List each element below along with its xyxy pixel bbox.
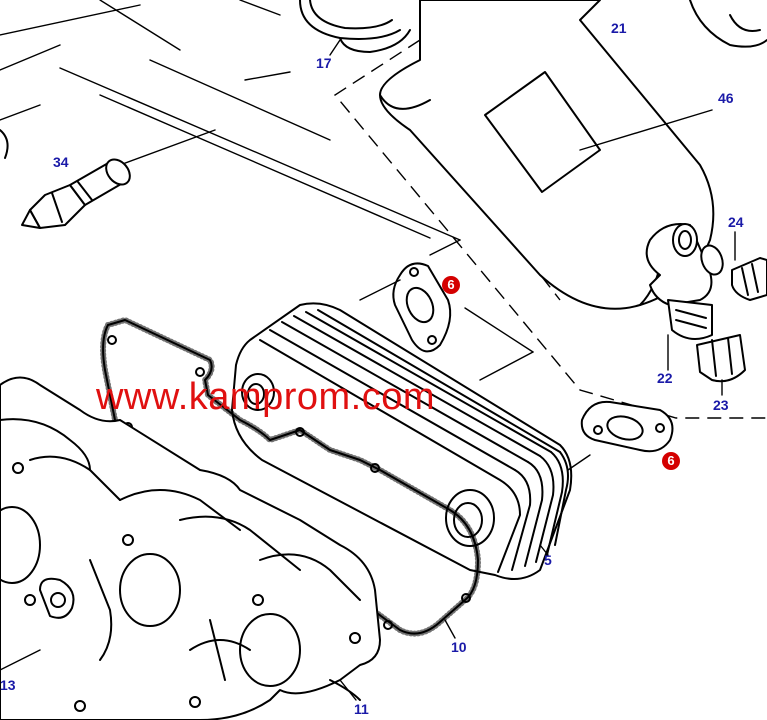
callout-22: 22: [657, 370, 673, 386]
part-23-bolt: [696, 334, 746, 396]
callout-21: 21: [611, 20, 627, 36]
fragment-left: [0, 129, 9, 159]
part-11-cover: [0, 376, 381, 720]
callout-13: 13: [0, 677, 16, 693]
callout-10: 10: [451, 639, 467, 655]
part-34-sensor: [21, 158, 131, 229]
watermark-text: www.kamprom.com: [96, 376, 435, 418]
callout-17: 17: [316, 55, 332, 71]
guide-lines: [0, 0, 461, 256]
callout-34: 34: [53, 154, 69, 170]
callout-5: 5: [544, 552, 552, 568]
callout-23: 23: [713, 397, 729, 413]
callout-6-lower-badge: 6: [662, 452, 680, 470]
part-22-adapter: [645, 223, 713, 371]
part-6-gasket-upper: [392, 262, 452, 353]
callout-6-upper-badge: 6: [442, 276, 460, 294]
part-17-seal-ring: [299, 0, 411, 53]
callout-46: 46: [718, 90, 734, 106]
part-6-gasket-lower: [580, 400, 674, 453]
callout-11: 11: [354, 701, 369, 717]
part-5-oil-cooler: [231, 279, 591, 580]
part-46-label-plate: [484, 71, 713, 193]
part-24-plug: [700, 231, 767, 301]
leader-lines-misc: [329, 39, 549, 639]
callout-24: 24: [728, 214, 744, 230]
